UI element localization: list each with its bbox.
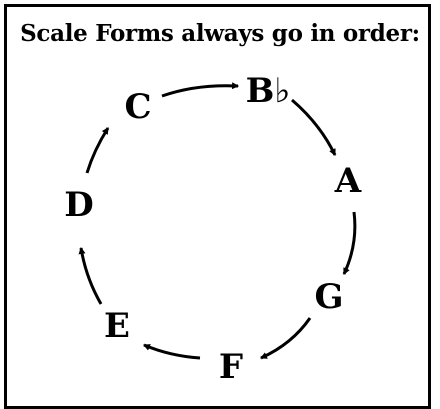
note-c: C <box>124 87 151 127</box>
note-b-flat: B♭ <box>246 71 291 111</box>
arrow-d-to-c <box>85 127 110 174</box>
arrow-f-to-e <box>143 343 201 360</box>
diagram-frame <box>4 4 431 409</box>
note-a: A <box>334 161 362 201</box>
note-d: D <box>64 185 93 225</box>
arrow-c-to-b-flat <box>161 82 240 98</box>
note-f: F <box>219 347 243 387</box>
arrow-a-to-g <box>342 211 357 275</box>
arrow-g-to-f <box>260 317 312 360</box>
note-g: G <box>314 277 343 317</box>
diagram-title: Scale Forms always go in order: <box>20 20 420 47</box>
arrow-b-flat-to-a <box>291 98 337 156</box>
note-e: E <box>104 306 130 346</box>
arrow-e-to-d <box>78 246 103 305</box>
